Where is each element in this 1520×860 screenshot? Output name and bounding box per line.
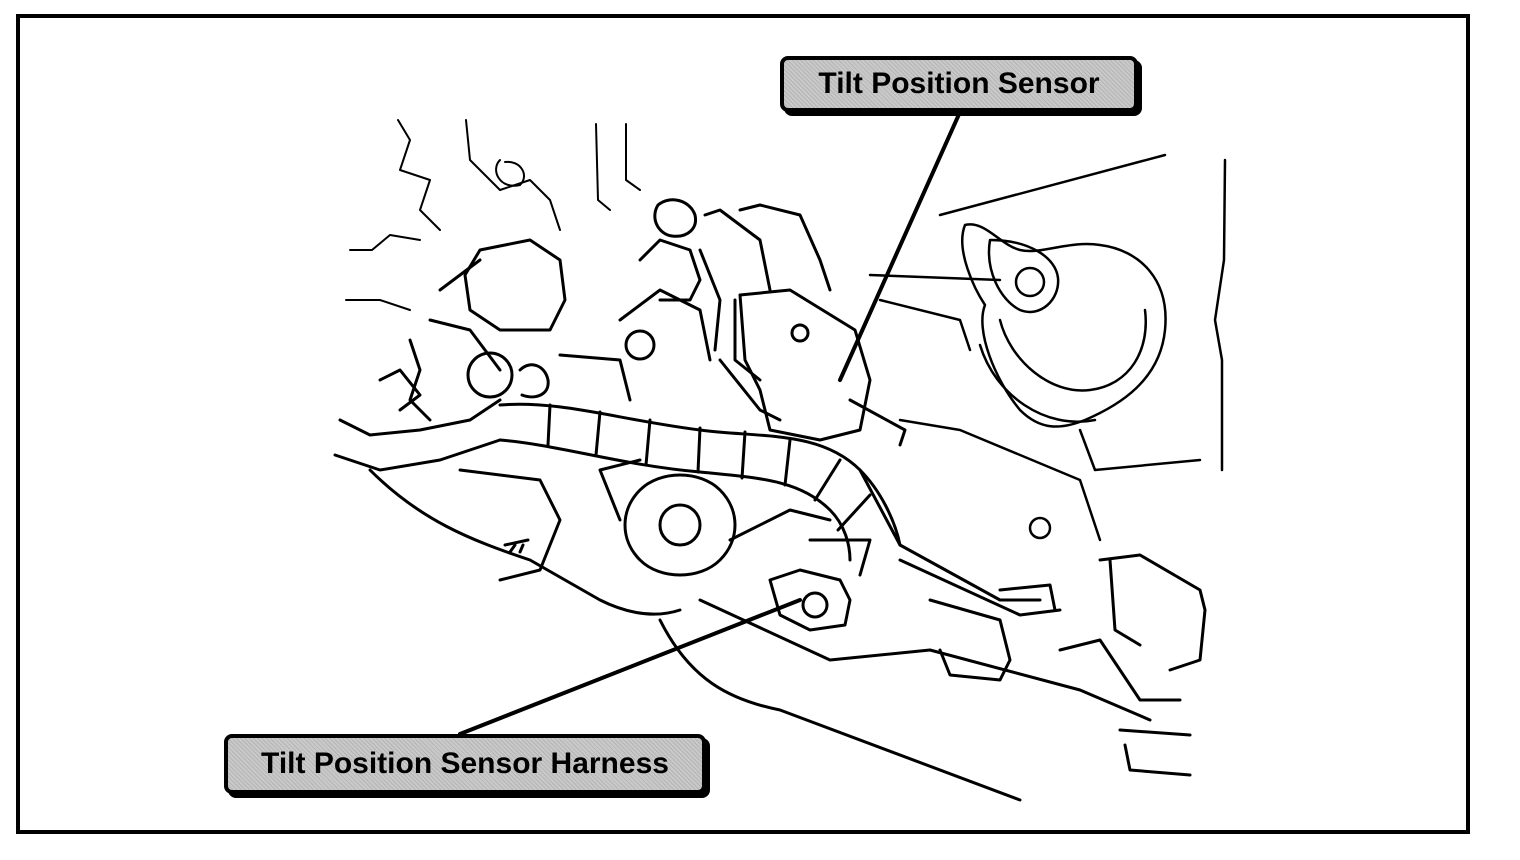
wiring-harness <box>498 402 1062 617</box>
harness-leader-line <box>458 598 802 736</box>
tilt-position-sensor-harness-label: Tilt Position Sensor Harness <box>224 734 706 794</box>
connector-cluster <box>333 238 567 472</box>
dashboard-outline <box>345 119 641 311</box>
tilt-sensor-body <box>703 203 907 447</box>
diagram-frame <box>16 14 1470 834</box>
sensor-leader-line <box>838 110 962 382</box>
tilt-position-sensor-label: Tilt Position Sensor <box>780 56 1138 112</box>
tilt-position-sensor-text: Tilt Position Sensor <box>818 67 1100 100</box>
mount-bracket <box>868 153 1227 542</box>
tilt-position-sensor-harness-text: Tilt Position Sensor Harness <box>261 747 669 780</box>
steering-column <box>368 458 1207 802</box>
upper-bracket <box>558 198 722 402</box>
